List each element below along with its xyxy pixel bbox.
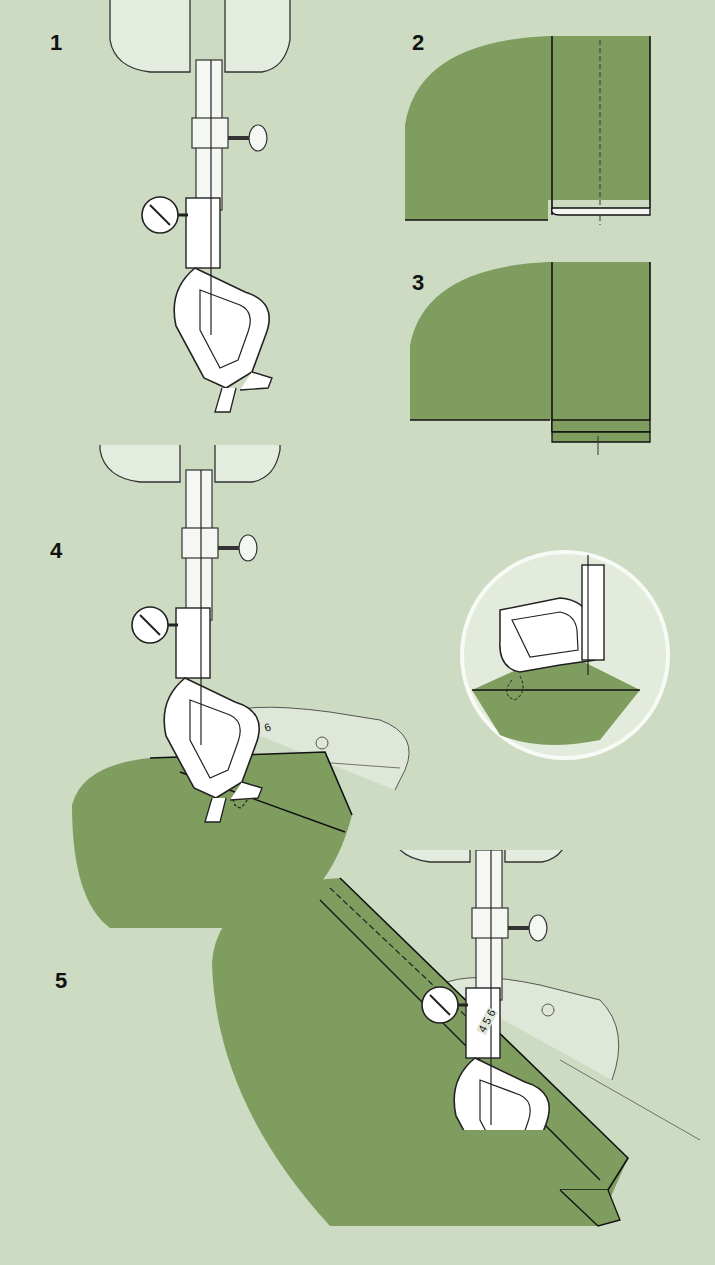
fabric-fold-step-2: [405, 36, 650, 225]
step-number: 2: [412, 32, 424, 54]
step-number: 3: [412, 272, 424, 294]
step-number: 4: [50, 540, 62, 562]
step-number: 5: [55, 970, 67, 992]
fabric-step-5: [212, 878, 628, 1226]
step-number: 1: [50, 32, 62, 54]
fabric-fold-step-3: [410, 262, 650, 455]
sewing-machine-foot: [110, 0, 290, 412]
sewing-machine-foot: [100, 445, 280, 822]
sewing-machine-foot: [390, 850, 570, 1130]
detail-inset: [462, 552, 668, 758]
